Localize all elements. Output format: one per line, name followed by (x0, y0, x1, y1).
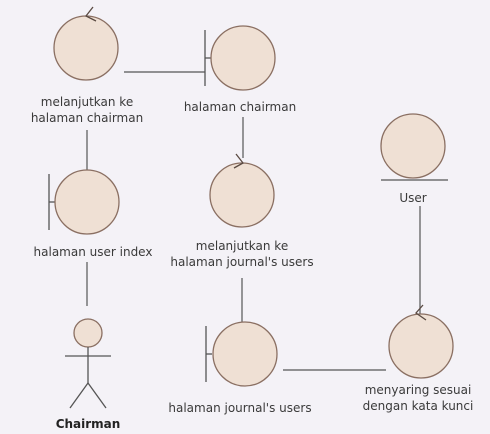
label-filter: menyaring sesuai dengan kata kunci (348, 382, 488, 414)
entity-user[interactable] (380, 113, 448, 181)
control-circle (53, 15, 119, 81)
actor-chairman[interactable] (65, 318, 111, 409)
boundary-circle (212, 321, 278, 387)
label-text: halaman journal's users (168, 401, 312, 415)
label-journal-page: halaman journal's users (150, 400, 330, 416)
label-text: Chairman (55, 417, 121, 431)
control-circle (388, 313, 454, 379)
actor-head (73, 318, 103, 348)
boundary-user-index[interactable] (48, 169, 120, 235)
boundary-chairman-page[interactable] (204, 25, 276, 91)
control-arrowhead (415, 304, 427, 321)
control-arrowhead (85, 6, 97, 22)
label-chairman-page: halaman chairman (160, 99, 320, 115)
actor-left-leg (69, 382, 89, 409)
control-arrowhead (233, 153, 244, 169)
entity-circle (380, 113, 446, 179)
control-to-chairman[interactable] (53, 6, 119, 81)
label-to-journal: melanjutkan ke halaman journal's users (152, 238, 332, 270)
control-circle (209, 162, 275, 228)
label-user-index: halaman user index (8, 244, 178, 260)
boundary-journal-page[interactable] (205, 321, 278, 387)
label-line-2: dengan kata kunci (362, 399, 474, 413)
label-line-1: menyaring sesuai (364, 383, 472, 397)
control-to-journal[interactable] (209, 153, 275, 228)
label-line-2: halaman chairman (30, 111, 144, 125)
actor-right-leg (87, 382, 107, 409)
label-text: halaman chairman (183, 100, 297, 114)
boundary-circle (210, 25, 276, 91)
control-filter[interactable] (388, 304, 454, 379)
label-line-1: melanjutkan ke (195, 239, 289, 253)
label-line-2: halaman journal's users (170, 255, 314, 269)
label-to-chairman: melanjutkan ke halaman chairman (12, 94, 162, 126)
label-user: User (378, 190, 448, 206)
boundary-circle (54, 169, 120, 235)
label-text: halaman user index (33, 245, 153, 259)
label-line-1: melanjutkan ke (40, 95, 134, 109)
label-chairman: Chairman (48, 416, 128, 432)
label-text: User (399, 191, 427, 205)
